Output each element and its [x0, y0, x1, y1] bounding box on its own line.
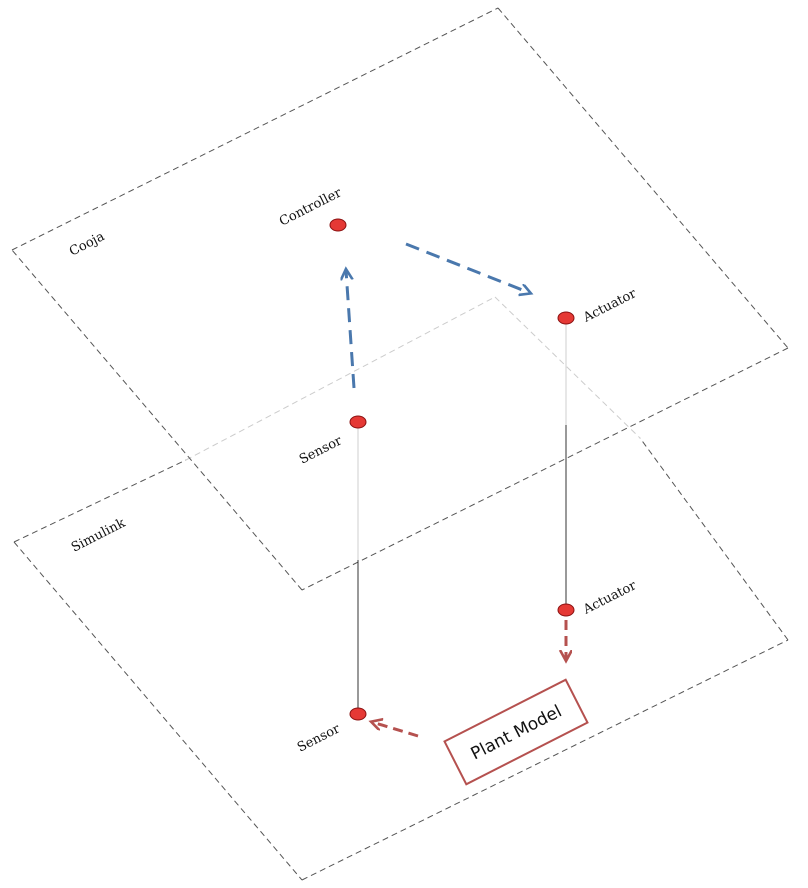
sim-sensor-node [349, 707, 367, 721]
plant-model-box: Plant Model [443, 678, 589, 786]
cooja-actuator-node [557, 311, 575, 325]
cooja-actuator-label: Actuator [580, 286, 639, 326]
cooja-label: Cooja [67, 229, 107, 259]
simulink-plane [13, 296, 789, 881]
sim-actuator-label: Actuator [580, 578, 639, 618]
arrow-plant-to-sensor [372, 722, 419, 738]
sim-sensor-label: Sensor [295, 721, 343, 755]
simulink-label: Simulink [69, 516, 128, 556]
cooja-plane [11, 7, 789, 591]
arrow-sensor-to-controller [346, 270, 356, 389]
arrow-controller-to-actuator [405, 242, 530, 293]
cooja-sensor-label: Sensor [297, 433, 345, 467]
cooja-sensor-node [349, 415, 367, 429]
sim-actuator-node [557, 603, 575, 617]
controller-node [329, 218, 347, 232]
